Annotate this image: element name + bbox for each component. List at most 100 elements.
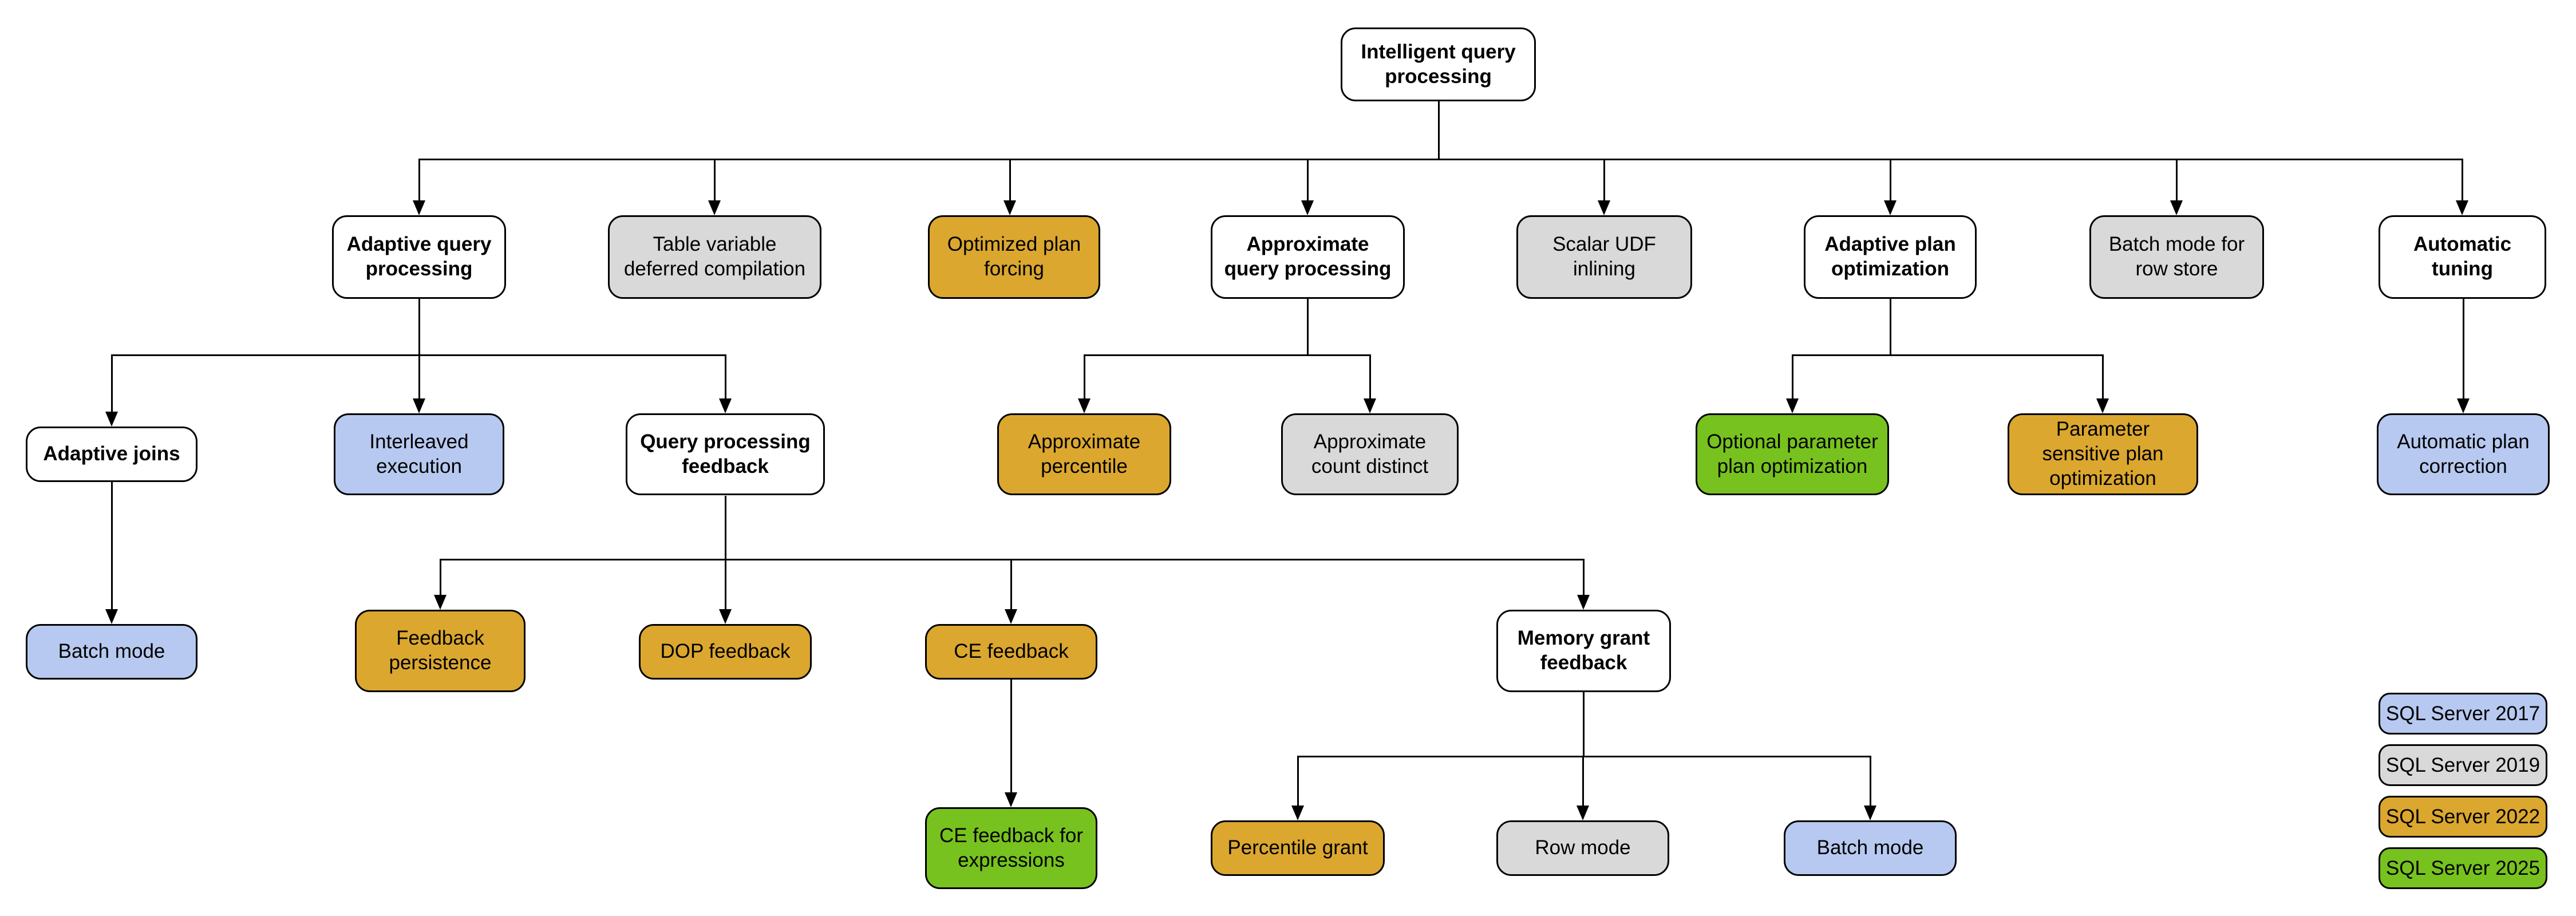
connector-line xyxy=(1306,299,1309,355)
node-acd: Approximate count distinct xyxy=(1281,413,1459,495)
node-qpf: Query processing feedback xyxy=(626,413,825,495)
arrowhead-icon xyxy=(1078,398,1091,413)
node-pg: Percentile grant xyxy=(1211,820,1385,876)
connector-line xyxy=(2101,355,2104,401)
node-label: Parameter sensitive plan optimization xyxy=(2042,418,2164,489)
node-label: Query processing feedback xyxy=(640,430,811,477)
node-label: Row mode xyxy=(1535,836,1631,859)
legend-item-sql-server-2019: SQL Server 2019 xyxy=(2379,744,2547,786)
connector-line xyxy=(418,159,420,204)
connector-line xyxy=(1437,101,1440,159)
node-label: Adaptive plan optimization xyxy=(1824,233,1956,280)
node-ap: Approximate percentile xyxy=(997,413,1171,495)
arrowhead-icon xyxy=(1291,806,1304,820)
legend-label: SQL Server 2017 xyxy=(2385,702,2541,725)
node-tvdc: Table variable deferred compilation xyxy=(608,215,821,299)
connector-line xyxy=(1582,559,1585,597)
connector-line xyxy=(418,355,420,401)
connector-line xyxy=(1306,159,1309,204)
connector-line xyxy=(110,354,726,356)
node-label: Interleaved execution xyxy=(369,430,469,477)
node-label: Approximate percentile xyxy=(1028,430,1141,477)
arrowhead-icon xyxy=(434,595,447,610)
node-aqp: Adaptive query processing xyxy=(332,215,506,299)
node-pspo: Parameter sensitive plan optimization xyxy=(2008,413,2198,495)
arrowhead-icon xyxy=(413,200,425,215)
node-label: Memory grant feedback xyxy=(1517,627,1650,674)
connector-line xyxy=(1582,756,1584,808)
legend-item-sql-server-2022: SQL Server 2022 xyxy=(2379,796,2547,838)
connector-line xyxy=(1009,159,1011,204)
arrowhead-icon xyxy=(2170,200,2183,215)
connector-line xyxy=(1010,559,1012,611)
legend-item-sql-server-2017: SQL Server 2017 xyxy=(2379,693,2547,735)
arrowhead-icon xyxy=(1005,609,1017,624)
node-fp: Feedback persistence xyxy=(355,610,526,692)
connector-line xyxy=(1791,355,1793,401)
arrowhead-icon xyxy=(1577,595,1590,610)
node-label: Approximate query processing xyxy=(1224,233,1392,280)
connector-line xyxy=(1889,159,1891,204)
node-label: Batch mode xyxy=(58,640,165,663)
arrowhead-icon xyxy=(413,398,425,413)
node-bm2: Batch mode xyxy=(1784,820,1957,876)
legend-item-sql-server-2025: SQL Server 2025 xyxy=(2379,847,2547,889)
node-label: Batch mode xyxy=(1816,836,1924,859)
legend-label: SQL Server 2025 xyxy=(2385,856,2541,879)
node-rm: Row mode xyxy=(1496,820,1669,876)
node-at: Automatic tuning xyxy=(2379,215,2546,299)
node-opf: Optimized plan forcing xyxy=(928,215,1100,299)
connector-line xyxy=(439,558,1585,560)
legend-label: SQL Server 2019 xyxy=(2385,753,2541,776)
node-mgf: Memory grant feedback xyxy=(1496,610,1671,692)
connector-line xyxy=(724,496,726,559)
node-label: Feedback persistence xyxy=(389,627,492,674)
arrowhead-icon xyxy=(1364,398,1376,413)
node-root: Intelligent query processing xyxy=(1341,27,1536,101)
node-label: Adaptive query processing xyxy=(346,233,492,280)
arrowhead-icon xyxy=(2456,200,2468,215)
node-label: Optional parameter plan optimization xyxy=(1706,430,1878,477)
node-aj: Adaptive joins xyxy=(26,427,197,482)
node-bm1: Batch mode xyxy=(26,624,197,680)
node-bmrs: Batch mode for row store xyxy=(2089,215,2264,299)
node-label: Approximate count distinct xyxy=(1311,430,1429,477)
arrowhead-icon xyxy=(1003,200,1016,215)
connector-line xyxy=(2175,159,2178,204)
connector-line xyxy=(1889,299,1891,355)
connector-line xyxy=(724,355,726,401)
arrowhead-icon xyxy=(1786,398,1799,413)
connector-line xyxy=(1010,679,1012,795)
connector-line xyxy=(1297,756,1299,808)
arrowhead-icon xyxy=(719,609,732,624)
node-label: Adaptive joins xyxy=(43,443,180,465)
connector-line xyxy=(2461,159,2463,204)
connector-line xyxy=(110,482,113,611)
node-label: Automatic tuning xyxy=(2413,233,2512,280)
node-label: Automatic plan correction xyxy=(2397,430,2530,477)
legend-label: SQL Server 2022 xyxy=(2385,805,2541,828)
arrowhead-icon xyxy=(2096,398,2109,413)
node-label: Table variable deferred compilation xyxy=(623,233,806,280)
connector-line xyxy=(1369,355,1371,401)
connector-line xyxy=(713,159,716,204)
arrowhead-icon xyxy=(1864,806,1876,820)
arrowhead-icon xyxy=(719,398,732,413)
connector-line xyxy=(1083,354,1371,356)
node-axqp: Approximate query processing xyxy=(1211,215,1405,299)
connector-line xyxy=(418,299,420,355)
node-ie: Interleaved execution xyxy=(334,413,504,495)
connector-line xyxy=(1791,354,2104,356)
connector-line xyxy=(1083,355,1085,401)
node-sudf: Scalar UDF inlining xyxy=(1516,215,1692,299)
arrowhead-icon xyxy=(1884,200,1897,215)
arrowhead-icon xyxy=(708,200,721,215)
node-cefe: CE feedback for expressions xyxy=(925,807,1097,889)
connector-line xyxy=(1297,755,1871,757)
arrowhead-icon xyxy=(105,412,118,427)
connector-line xyxy=(2462,299,2464,401)
arrowhead-icon xyxy=(2457,398,2470,413)
connector-line xyxy=(1582,692,1585,756)
node-apo: Adaptive plan optimization xyxy=(1804,215,1977,299)
